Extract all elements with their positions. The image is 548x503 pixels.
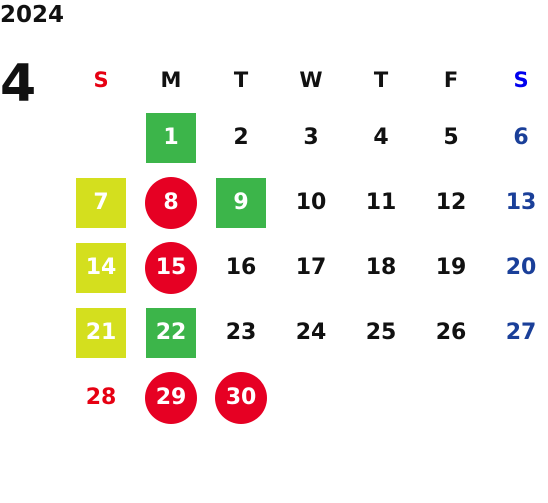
day-number: 1 bbox=[146, 112, 196, 163]
day-cell[interactable]: 20 bbox=[486, 235, 548, 300]
day-cell[interactable]: 11 bbox=[346, 170, 416, 235]
day-number: 6 bbox=[513, 125, 529, 150]
day-number: 21 bbox=[76, 307, 126, 358]
day-number: 27 bbox=[505, 320, 537, 345]
day-cell[interactable]: 23 bbox=[206, 300, 276, 365]
day-cell[interactable]: 4 bbox=[346, 105, 416, 170]
day-number: 22 bbox=[146, 307, 196, 358]
day-number: 25 bbox=[365, 320, 397, 345]
day-cell[interactable]: 29 bbox=[136, 365, 206, 430]
day-cell[interactable]: 3 bbox=[276, 105, 346, 170]
day-cell[interactable]: 30 bbox=[206, 365, 276, 430]
day-number: 28 bbox=[85, 385, 117, 410]
weekday-header: T bbox=[233, 68, 249, 92]
day-cell[interactable]: 2 bbox=[206, 105, 276, 170]
day-cell[interactable]: 16 bbox=[206, 235, 276, 300]
day-number: 23 bbox=[225, 320, 257, 345]
day-cell[interactable]: 14 bbox=[66, 235, 136, 300]
day-number: 5 bbox=[443, 125, 459, 150]
day-number: 2 bbox=[233, 125, 249, 150]
day-number: 30 bbox=[215, 371, 267, 424]
day-cell[interactable]: 7 bbox=[66, 170, 136, 235]
day-cell[interactable]: 9 bbox=[206, 170, 276, 235]
day-number: 18 bbox=[365, 255, 397, 280]
day-number: 13 bbox=[505, 190, 537, 215]
day-number: 11 bbox=[365, 190, 397, 215]
day-number: 19 bbox=[435, 255, 467, 280]
day-cell[interactable]: 28 bbox=[66, 365, 136, 430]
day-cell[interactable]: 25 bbox=[346, 300, 416, 365]
day-cell[interactable]: 17 bbox=[276, 235, 346, 300]
day-cell[interactable]: 27 bbox=[486, 300, 548, 365]
day-number: 24 bbox=[295, 320, 327, 345]
weekday-header: S bbox=[93, 68, 109, 92]
day-cell[interactable]: 21 bbox=[66, 300, 136, 365]
day-number: 20 bbox=[505, 255, 537, 280]
day-number: 3 bbox=[303, 125, 319, 150]
day-number: 4 bbox=[373, 125, 389, 150]
day-number: 17 bbox=[295, 255, 327, 280]
day-number: 26 bbox=[435, 320, 467, 345]
day-cell[interactable]: 13 bbox=[486, 170, 548, 235]
day-cell[interactable]: 18 bbox=[346, 235, 416, 300]
day-cell[interactable]: 24 bbox=[276, 300, 346, 365]
day-cell[interactable]: 19 bbox=[416, 235, 486, 300]
month-number: 4 bbox=[0, 54, 37, 114]
day-cell[interactable]: 26 bbox=[416, 300, 486, 365]
day-cell[interactable]: 1 bbox=[136, 105, 206, 170]
day-number: 15 bbox=[145, 241, 197, 294]
day-cell[interactable]: 12 bbox=[416, 170, 486, 235]
day-cell[interactable]: 22 bbox=[136, 300, 206, 365]
weekday-header: W bbox=[299, 68, 323, 92]
day-number: 9 bbox=[216, 177, 266, 228]
day-number: 12 bbox=[435, 190, 467, 215]
day-number: 29 bbox=[145, 371, 197, 424]
year-label: 2024 bbox=[0, 2, 65, 28]
day-number: 8 bbox=[145, 176, 197, 229]
day-cell[interactable]: 15 bbox=[136, 235, 206, 300]
day-cell[interactable]: 10 bbox=[276, 170, 346, 235]
day-cell[interactable]: 6 bbox=[486, 105, 548, 170]
day-number: 7 bbox=[76, 177, 126, 228]
day-number: 14 bbox=[76, 242, 126, 293]
day-number: 10 bbox=[295, 190, 327, 215]
day-cell[interactable]: 5 bbox=[416, 105, 486, 170]
empty-cell bbox=[66, 105, 136, 170]
weekday-header: F bbox=[443, 68, 459, 92]
weekday-header: S bbox=[513, 68, 529, 92]
weekday-header: T bbox=[373, 68, 389, 92]
day-number: 16 bbox=[225, 255, 257, 280]
weekday-header: M bbox=[160, 68, 182, 92]
day-cell[interactable]: 8 bbox=[136, 170, 206, 235]
